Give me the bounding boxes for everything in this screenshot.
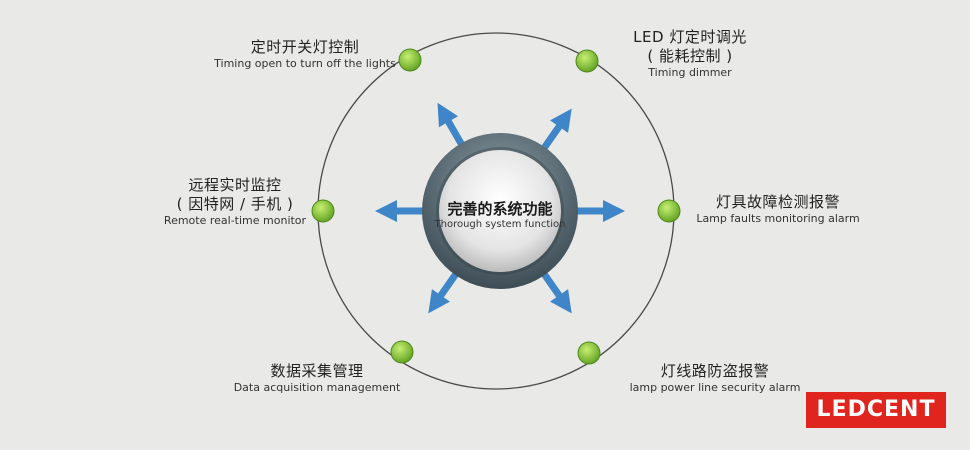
brand-logo: LEDCENT xyxy=(806,392,946,428)
node-remote-monitor xyxy=(311,199,335,223)
label-data-acquisition: 数据采集管理 Data acquisition management xyxy=(233,362,401,394)
node-security-alarm xyxy=(577,341,601,365)
hub-title: 完善的系统功能 xyxy=(447,200,553,218)
arrow-fault-alarm xyxy=(562,200,625,222)
nodes xyxy=(311,48,681,365)
node-timing-switch xyxy=(398,48,422,72)
hub-text: 完善的系统功能 Thorough system function xyxy=(425,198,575,230)
label-fault-alarm: 灯具故障检测报警 Lamp faults monitoring alarm xyxy=(696,193,860,225)
node-timing-dimmer xyxy=(575,49,599,73)
arrow-remote-monitor xyxy=(375,200,438,222)
node-fault-alarm xyxy=(657,199,681,223)
hub-core xyxy=(439,150,561,272)
hub-subtitle: Thorough system function xyxy=(434,219,566,230)
label-remote-monitor: 远程实时监控 ( 因特网 / 手机 ) Remote real-time mon… xyxy=(163,176,307,227)
label-timing-dimmer: LED 灯定时调光 ( 能耗控制 ) Timing dimmer xyxy=(633,28,747,79)
label-security-alarm: 灯线路防盗报警 lamp power line security alarm xyxy=(629,362,801,394)
node-data-acquisition xyxy=(390,340,414,364)
label-timing-switch: 定时开关灯控制 Timing open to turn off the ligh… xyxy=(214,38,396,70)
